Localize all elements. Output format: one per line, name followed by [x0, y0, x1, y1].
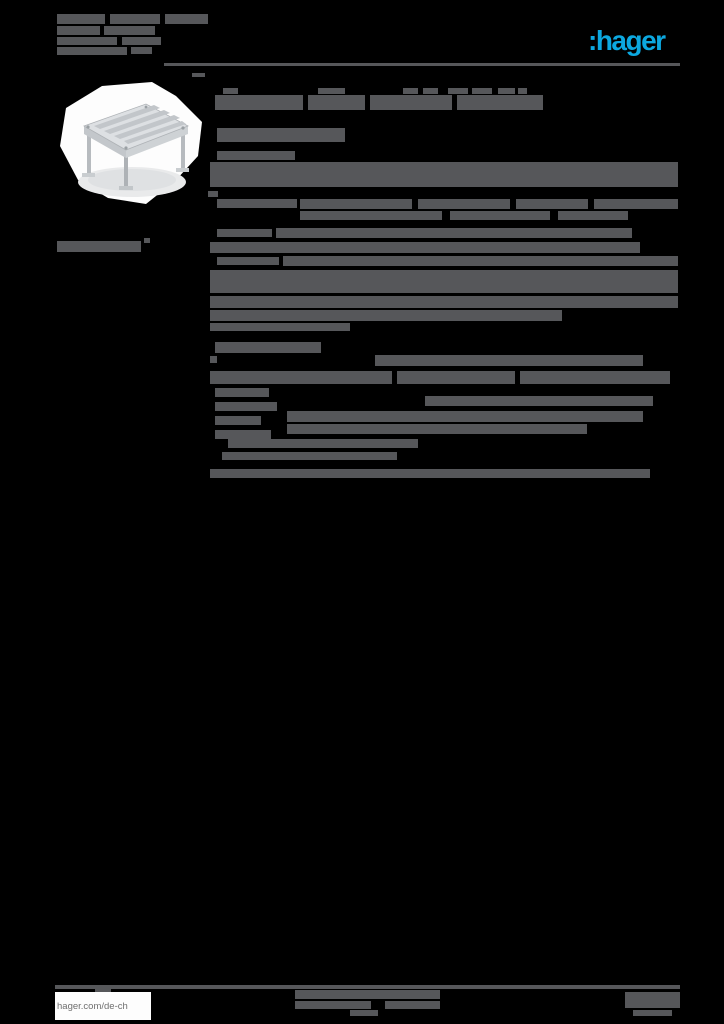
rule-bar [55, 985, 680, 989]
footer-right-text-bar [625, 992, 680, 1008]
page-title-bar [370, 95, 452, 110]
header-text-bar [57, 37, 117, 45]
spec-table-bar [217, 199, 297, 208]
spec-table-bar [217, 257, 279, 265]
header-text-bar [122, 37, 161, 45]
hager-logo: :hager [588, 25, 666, 56]
rule-bar [95, 989, 111, 993]
page-title-bar [215, 95, 303, 110]
spec-table-2-bar [425, 396, 653, 406]
spec-table-bar [516, 199, 588, 209]
rule-bar [164, 63, 680, 66]
page-title-bar [448, 88, 468, 94]
spec-table-bar [217, 229, 272, 237]
header-text-bar [57, 26, 100, 35]
spec-table-2-bar [210, 371, 392, 384]
page-title-bar [423, 88, 438, 94]
section-heading-bar [217, 128, 345, 142]
spec-table-2-bar [210, 469, 650, 478]
header-text-bar [131, 47, 152, 54]
spec-table-2-bar [287, 424, 587, 434]
spec-table-bar [558, 211, 628, 220]
page-title-bar [308, 95, 365, 110]
header-text-bar [110, 14, 160, 24]
spec-table-bar [594, 199, 678, 209]
footer-center-text-bar [350, 1010, 378, 1016]
product-photo [56, 82, 206, 210]
spec-table-2-bar [215, 416, 261, 425]
spec-table-bar [210, 296, 678, 308]
spec-table-bar [208, 191, 218, 197]
spec-table-2-bar [215, 402, 277, 411]
section-heading-bar [215, 342, 321, 353]
spec-table-bar [210, 162, 678, 187]
page-title-bar [457, 95, 543, 110]
spec-table-bar [300, 211, 442, 220]
image-caption-bar [57, 241, 141, 252]
spec-table-bar [210, 242, 640, 253]
page-title-bar [498, 88, 515, 94]
header-text-bar [57, 14, 105, 24]
page-title-bar [223, 88, 238, 94]
product-photo-graphic [60, 82, 202, 204]
spec-table-bar [210, 323, 350, 331]
header-text-bar [57, 47, 127, 55]
spec-table-bar [283, 256, 678, 266]
spec-table-2-bar [375, 355, 643, 366]
header-text-bar [165, 14, 208, 24]
footer-center-text-bar [295, 1001, 371, 1009]
footer-link-label: hager.com/de-ch [57, 1000, 128, 1012]
spec-table-bar [276, 228, 632, 238]
spec-table-bar [210, 310, 562, 321]
spec-table-bar [450, 211, 550, 220]
spec-table-2-bar [397, 371, 515, 384]
page-title-bar [318, 88, 345, 94]
spec-table-2-bar [287, 411, 643, 422]
spec-table-2-bar [228, 439, 418, 448]
spec-table-2-bar [222, 452, 397, 460]
spec-table-2-bar [520, 371, 670, 384]
spec-table-2-bar [215, 388, 269, 397]
page-title-bar [403, 88, 418, 94]
page-title-bar [518, 88, 527, 94]
footer-center-text-bar [385, 1001, 440, 1009]
image-caption-bar [144, 238, 150, 243]
page-title-bar [472, 88, 492, 94]
spec-table-bar [300, 199, 412, 209]
spec-table-bar [210, 270, 678, 293]
header-text-bar [192, 73, 205, 77]
footer-link[interactable]: hager.com/de-ch [55, 992, 151, 1020]
spec-table-2-bar [215, 430, 271, 439]
spec-table-bar [418, 199, 510, 209]
header-text-bar [104, 26, 155, 35]
footer-right-text-bar [633, 1010, 672, 1016]
spec-table-2-bar [210, 356, 217, 363]
spec-table-bar [217, 151, 295, 160]
footer-center-text-bar [295, 990, 440, 999]
